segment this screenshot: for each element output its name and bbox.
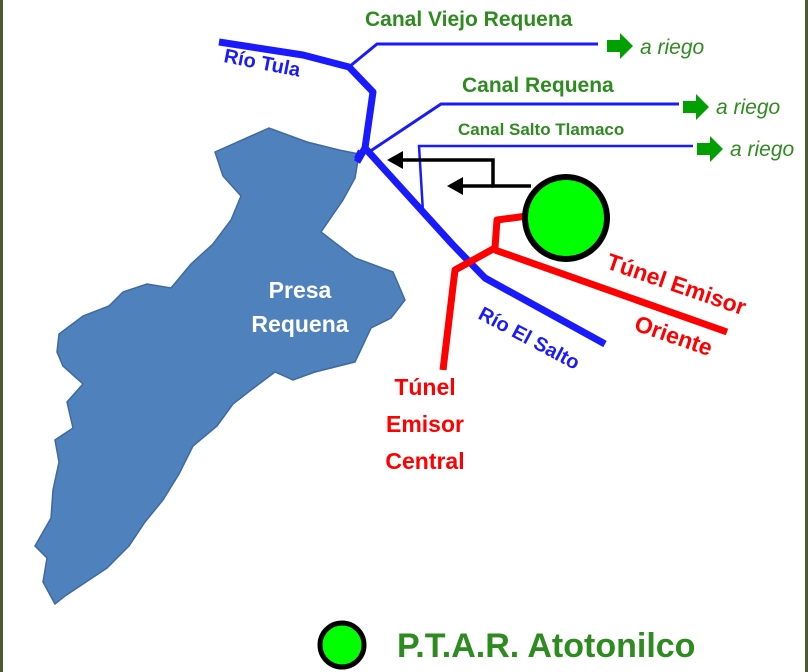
discharge-arrowhead-lower bbox=[447, 177, 463, 195]
rio-el-salto-line bbox=[362, 145, 607, 348]
canal-requena-line bbox=[368, 102, 679, 154]
canal-small-branch bbox=[354, 149, 360, 159]
legend-ptar-label: P.T.A.R. Atotonilco bbox=[397, 627, 695, 665]
diagram-svg: Canal Viejo Requena a riego Canal Requen… bbox=[34, 8, 795, 670]
riego-label: a riego bbox=[730, 138, 795, 161]
canal-salto-tlamaco-label: Canal Salto Tlamaco bbox=[458, 120, 624, 139]
tunel-emisor-oriente-line bbox=[493, 246, 729, 336]
tunel-emisor-central-label: Túnel bbox=[394, 374, 455, 400]
riego-label: a riego bbox=[716, 96, 781, 119]
discharge-line-upper bbox=[401, 158, 531, 188]
riego-arrow-icon bbox=[683, 94, 709, 120]
canal-salto-tlamaco-line bbox=[417, 144, 693, 213]
tunel-emisor-oriente-label: Oriente bbox=[631, 310, 716, 361]
tunel-emisor-central-label: Emisor bbox=[386, 411, 464, 437]
riego-arrow-icon bbox=[607, 33, 633, 59]
tunel-emisor-central-label: Central bbox=[385, 448, 464, 474]
riego-arrow-icon bbox=[697, 136, 723, 162]
canal-requena-label: Canal Requena bbox=[462, 74, 614, 97]
rio-el-salto-label: Río El Salto bbox=[475, 303, 583, 375]
presa-requena-label: Presa bbox=[269, 277, 332, 303]
riego-label: a riego bbox=[640, 36, 705, 59]
canal-viejo-requena-line bbox=[348, 42, 598, 69]
tunel-emisor-oriente-label: Túnel Emisor bbox=[603, 248, 749, 320]
discharge-arrowhead-upper bbox=[387, 151, 403, 169]
ptar-plant-circle bbox=[522, 174, 610, 262]
presa-requena-label: Requena bbox=[251, 311, 348, 337]
legend-ptar-symbol bbox=[317, 620, 367, 670]
tunel-emisor-central-line bbox=[439, 212, 528, 371]
canal-viejo-requena-label: Canal Viejo Requena bbox=[365, 8, 573, 31]
presa-requena-reservoir bbox=[34, 127, 406, 606]
